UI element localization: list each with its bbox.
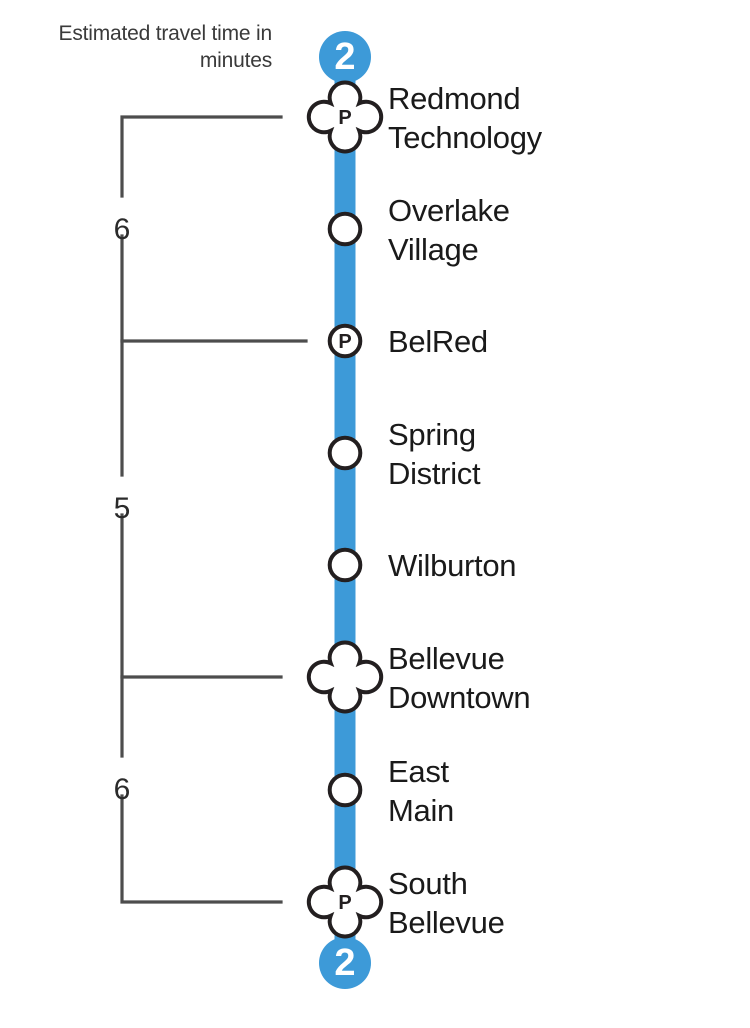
park-and-ride-icon: P: [338, 892, 351, 914]
station-label-wilburton[interactable]: Wilburton: [388, 548, 517, 583]
station-label-redmond-technology[interactable]: Redmond Technology: [388, 81, 542, 155]
route-badge-top-label: 2: [334, 36, 355, 78]
station-marker-east-main[interactable]: [327, 772, 363, 808]
travel-time-value-3: 6: [113, 773, 131, 806]
station-label-east-main[interactable]: East Main: [388, 754, 454, 828]
travel-time-brackets: [120, 115, 308, 904]
station-marker-overlake-village[interactable]: [327, 211, 363, 247]
station-label-south-bellevue[interactable]: South Bellevue: [388, 866, 505, 940]
station-label-spring-district[interactable]: Spring District: [388, 417, 481, 491]
route-badge-2-bottom: 2: [319, 937, 371, 989]
travel-time-bracket-3: [120, 675, 283, 904]
station-marker-redmond-technology[interactable]: P: [306, 80, 384, 154]
park-and-ride-icon: P: [338, 107, 351, 129]
route-badge-bottom-label: 2: [334, 942, 355, 984]
station-label-belred[interactable]: BelRed: [388, 324, 488, 359]
park-and-ride-icon: P: [338, 331, 351, 353]
station-marker-bellevue-downtown[interactable]: [306, 640, 384, 714]
station-marker-wilburton[interactable]: [327, 547, 363, 583]
station-marker-south-bellevue[interactable]: P: [306, 865, 384, 939]
travel-time-value-1: 6: [113, 213, 131, 246]
station-marker-spring-district[interactable]: [327, 435, 363, 471]
legend-caption: Estimated travel time in minutes: [58, 22, 273, 72]
travel-time-bracket-1: [120, 115, 308, 343]
station-marker-belred[interactable]: P: [327, 323, 363, 359]
station-label-bellevue-downtown[interactable]: Bellevue Downtown: [388, 641, 531, 715]
route-line-2: [334, 40, 356, 950]
station-markers: P P: [306, 80, 384, 939]
route-badge-2-top: 2: [319, 31, 371, 83]
station-label-overlake-village[interactable]: Overlake Village: [388, 193, 510, 267]
travel-time-bracket-2: [120, 339, 283, 679]
travel-time-value-2: 5: [113, 492, 131, 525]
